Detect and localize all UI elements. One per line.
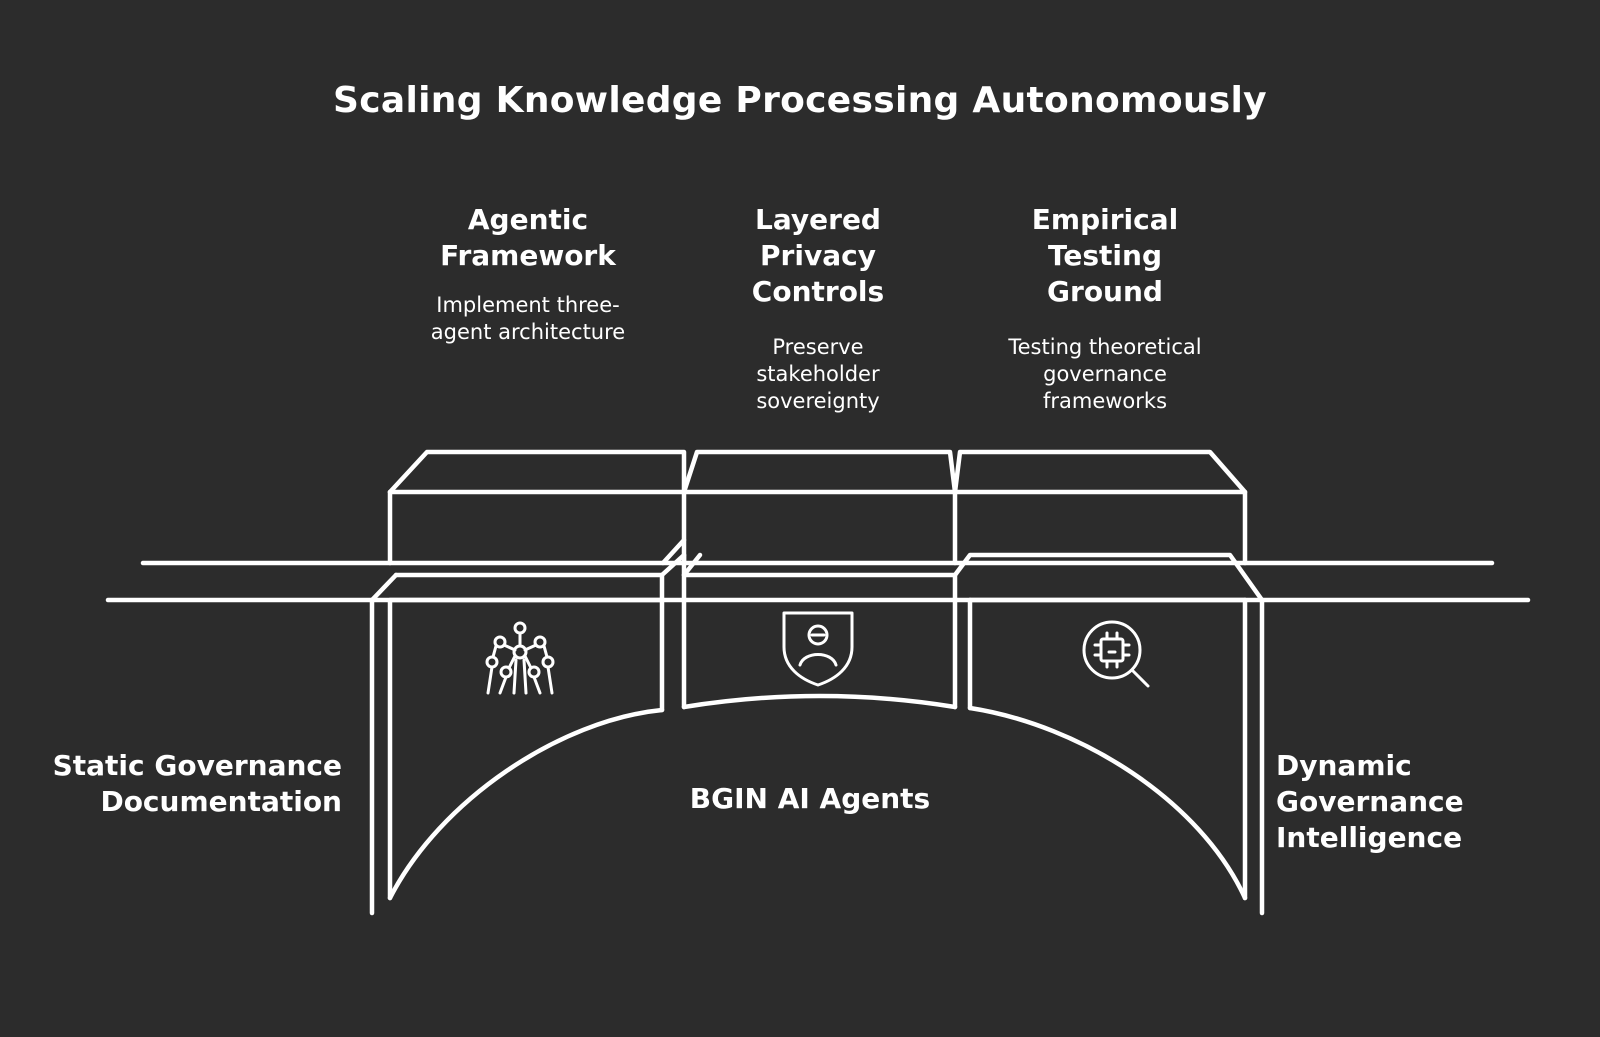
chip-search-icon <box>1082 620 1150 688</box>
column-2-title-line-1: Layered <box>755 203 881 236</box>
column-2-desc-line-2: stakeholder <box>756 362 880 386</box>
right-side-label: Dynamic Governance Intelligence <box>1276 748 1576 856</box>
atomium-network-icon <box>485 621 555 695</box>
column-2-desc-line-1: Preserve <box>772 335 864 359</box>
bridge-label: BGIN AI Agents <box>689 782 931 815</box>
column-2-title: Layered Privacy Controls <box>690 202 946 310</box>
left-label-line-1: Static Governance <box>52 749 342 782</box>
column-3-title-line-3: Ground <box>1047 275 1163 308</box>
column-3-title: Empirical Testing Ground <box>975 202 1235 310</box>
bridge-blocks-top <box>387 449 1248 566</box>
column-2-description: Preserve stakeholder sovereignty <box>690 334 946 415</box>
column-2-title-line-2: Privacy <box>760 239 876 272</box>
column-1-description: Implement three- agent architecture <box>400 292 656 346</box>
right-label-line-3: Intelligence <box>1276 821 1463 854</box>
column-1-desc-line-1: Implement three- <box>436 293 620 317</box>
column-1-title: Agentic Framework <box>400 202 656 274</box>
column-2-title-line-3: Controls <box>751 275 885 308</box>
left-label-line-2: Documentation <box>100 785 342 818</box>
column-1-title-line-1: Agentic <box>467 203 589 236</box>
column-3-description: Testing theoretical governance framework… <box>975 334 1235 415</box>
left-side-label: Static Governance Documentation <box>20 748 342 820</box>
user-shield-icon <box>782 611 854 687</box>
column-3-desc-line-2: governance <box>1043 362 1167 386</box>
column-1-desc-line-2: agent architecture <box>430 320 626 344</box>
diagram-title: Scaling Knowledge Processing Autonomousl… <box>333 80 1267 121</box>
column-3-desc-line-3: frameworks <box>1042 389 1168 413</box>
column-3-desc-line-1: Testing theoretical <box>1008 335 1202 359</box>
column-3-title-line-1: Empirical <box>1031 203 1179 236</box>
right-label-line-2: Governance <box>1276 785 1464 818</box>
bridge-blocks-bottom <box>369 552 1265 916</box>
column-1-title-line-2: Framework <box>440 239 616 272</box>
column-2-desc-line-3: sovereignty <box>756 389 880 413</box>
right-label-line-1: Dynamic <box>1276 749 1412 782</box>
column-3-title-line-2: Testing <box>1048 239 1162 272</box>
